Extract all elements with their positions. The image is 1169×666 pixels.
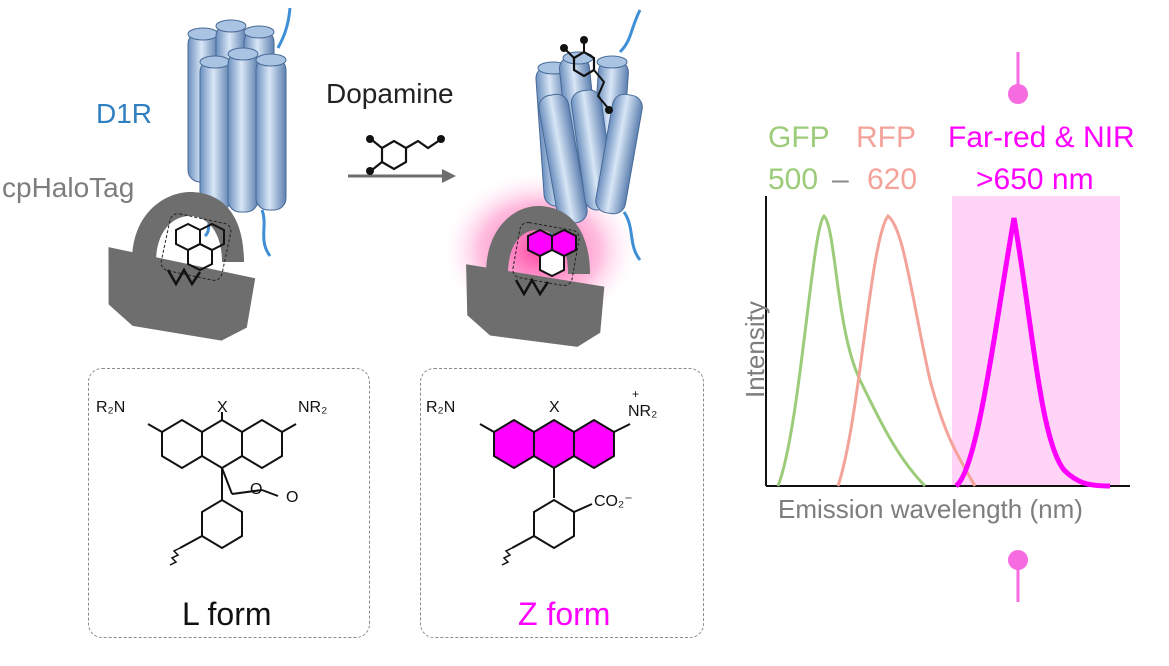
l-x: X bbox=[217, 399, 228, 416]
z-co2: CO₂⁻ bbox=[594, 493, 633, 510]
z-form-label: Z form bbox=[518, 596, 611, 632]
l-o-carbonyl: O bbox=[286, 489, 299, 506]
z-r2n: R₂N bbox=[426, 399, 456, 416]
far-red-band bbox=[952, 196, 1120, 486]
d1r-receptor-inactive bbox=[187, 7, 292, 257]
far-red-label: Far-red & NIR bbox=[948, 121, 1135, 154]
cphalotag-lock-active bbox=[466, 206, 605, 347]
y-axis-label: Intensity bbox=[740, 301, 770, 398]
z-form-structure bbox=[479, 418, 631, 566]
d1r-receptor-active bbox=[535, 9, 643, 261]
z-x: X bbox=[549, 399, 560, 416]
z-nr2: NR₂ bbox=[628, 403, 658, 420]
dopamine-label: Dopamine bbox=[326, 78, 454, 109]
x-axis-label: Emission wavelength (nm) bbox=[778, 494, 1083, 524]
z-plus: + bbox=[632, 387, 640, 401]
range-dash: – bbox=[832, 163, 849, 196]
d1r-label: D1R bbox=[96, 98, 153, 129]
dopamine-molecule bbox=[366, 135, 445, 175]
cphalotag-lock-inactive bbox=[108, 192, 256, 341]
l-form-label: L form bbox=[182, 596, 272, 632]
far-red-spectrum bbox=[954, 217, 1111, 489]
cphalotag-label: cpHaloTag bbox=[2, 172, 135, 203]
l-nr2: NR₂ bbox=[298, 399, 328, 416]
spectra-axes bbox=[765, 196, 1130, 487]
connector-top bbox=[720, 50, 1028, 104]
reaction-arrow bbox=[348, 169, 456, 183]
far-red-range: >650 nm bbox=[976, 163, 1094, 196]
gfp-range: 500 bbox=[768, 163, 819, 196]
l-o-ring: O bbox=[250, 481, 263, 498]
rfp-range: 620 bbox=[867, 163, 918, 196]
gfp-label: GFP bbox=[768, 121, 830, 154]
rfp-spectrum bbox=[836, 213, 977, 487]
l-r2n: R₂N bbox=[96, 399, 126, 416]
gfp-spectrum bbox=[776, 213, 927, 488]
connector-bottom bbox=[720, 550, 1028, 604]
l-form-structure bbox=[147, 412, 297, 566]
rfp-label: RFP bbox=[856, 121, 916, 154]
